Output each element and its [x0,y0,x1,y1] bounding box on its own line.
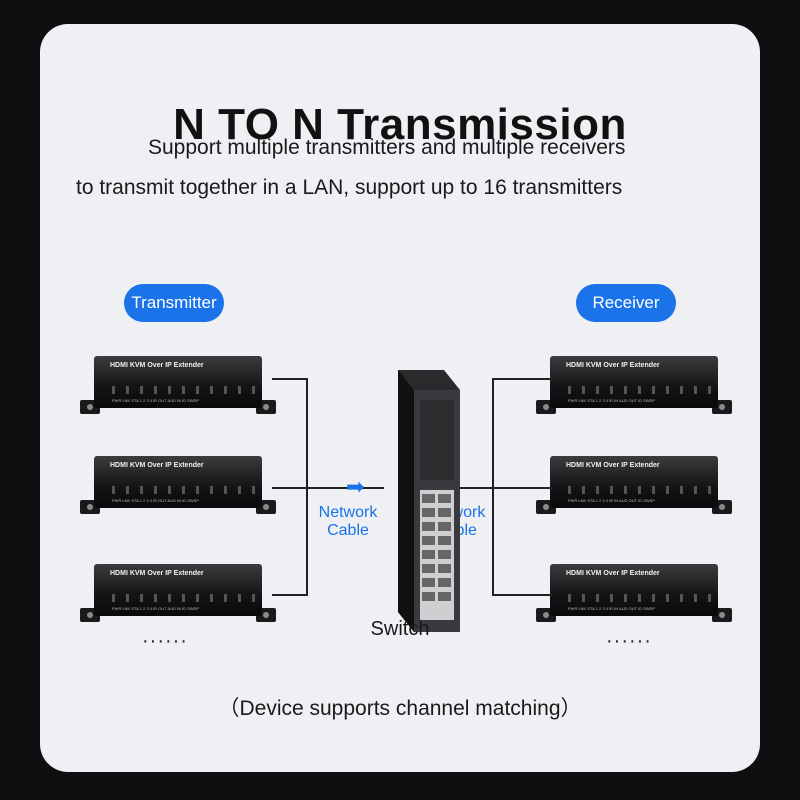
network-cable-label-left: Network Cable [308,504,388,540]
device-port-labels: PWR LNK STA 1 2 3 4 IR OUT AUD IN ID SWS… [112,498,199,503]
device-name: HDMI KVM Over IP Extender [110,362,204,369]
transmitter-device-1: HDMI KVM Over IP Extender PWR LNK STA 1 … [80,356,276,414]
arrow-right-icon: ➡ [346,476,364,498]
device-name: HDMI KVM Over IP Extender [566,462,660,469]
caption: （Device supports channel matching） [40,692,760,722]
subtitle-line-1: Support multiple transmitters and multip… [148,136,625,160]
transmitter-badge: Transmitter [124,284,224,322]
cable-line [272,594,308,596]
transmitter-device-3: HDMI KVM Over IP Extender PWR LNK STA 1 … [80,564,276,622]
network-switch-icon [384,370,464,632]
device-name: HDMI KVM Over IP Extender [566,570,660,577]
switch-label: Switch [340,618,460,641]
device-name: HDMI KVM Over IP Extender [110,462,204,469]
cable-line [306,487,384,489]
receiver-device-3: HDMI KVM Over IP Extender PWR LNK STA 1 … [536,564,732,622]
subtitle-line-2: to transmit together in a LAN, support u… [76,176,622,200]
device-name: HDMI KVM Over IP Extender [110,570,204,577]
device-port-labels: PWR LNK STA 1 2 3 4 IR OUT AUD IN ID SWS… [112,398,199,403]
device-port-labels: PWR LNK STA 1 2 3 4 IR IN AUD OUT ID SWS… [568,606,655,611]
ellipsis-left: ······ [142,630,188,653]
device-port-labels: PWR LNK STA 1 2 3 4 IR IN AUD OUT ID SWS… [568,398,655,403]
cable-line [492,487,552,489]
receiver-device-2: HDMI KVM Over IP Extender PWR LNK STA 1 … [536,456,732,514]
diagram-card: N TO N Transmission Support multiple tra… [40,24,760,772]
device-port-labels: PWR LNK STA 1 2 3 4 IR IN AUD OUT ID SWS… [568,498,655,503]
receiver-badge: Receiver [576,284,676,322]
ellipsis-right: ······ [606,630,652,653]
device-port-labels: PWR LNK STA 1 2 3 4 IR OUT AUD IN ID SWS… [112,606,199,611]
transmitter-device-2: HDMI KVM Over IP Extender PWR LNK STA 1 … [80,456,276,514]
cable-line [272,378,308,380]
cable-line [492,594,552,596]
device-name: HDMI KVM Over IP Extender [566,362,660,369]
cable-line [272,487,308,489]
receiver-device-1: HDMI KVM Over IP Extender PWR LNK STA 1 … [536,356,732,414]
cable-line [492,378,552,380]
